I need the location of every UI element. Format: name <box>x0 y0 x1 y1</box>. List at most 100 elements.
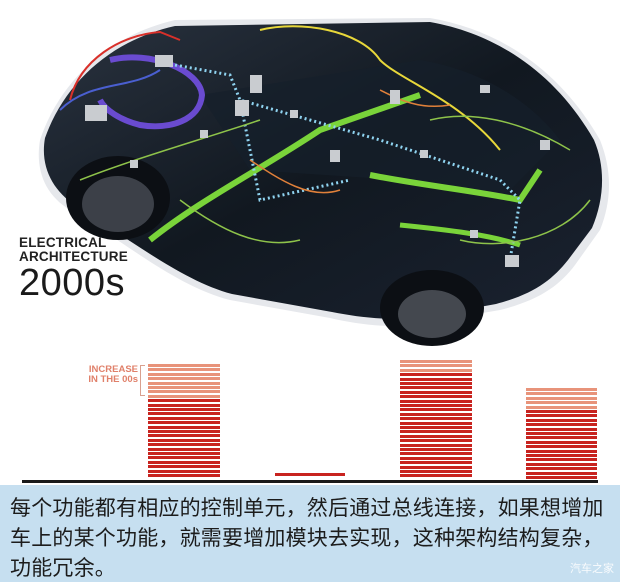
bar-stripe <box>148 421 220 425</box>
car-illustration-svg <box>38 18 609 346</box>
bar-stripe <box>400 412 472 416</box>
green-harness-rear <box>369 168 543 204</box>
bar-stripe <box>400 404 472 407</box>
bar-stripe <box>400 377 472 381</box>
bar-stripe <box>526 445 597 449</box>
data-bus-branch <box>238 99 351 202</box>
title-line-architecture: ARCHITECTURE <box>19 249 128 264</box>
blue-wire <box>59 69 161 111</box>
caption-band: 每个功能都有相应的控制单元，然后通过总线连接，如果想增加 车上的某个功能，就需要… <box>0 485 620 582</box>
bar-2 <box>275 473 345 479</box>
bar-stripe <box>400 443 472 447</box>
bar-stripe <box>526 432 597 435</box>
bar-stripe <box>526 440 597 444</box>
watermark: 汽车之家 <box>570 562 614 575</box>
title-line-electrical: ELECTRICAL <box>19 235 107 250</box>
bar-stripe <box>148 452 220 455</box>
bar-stripe <box>400 373 472 377</box>
bar-stripe <box>148 469 220 473</box>
bar-stripe <box>400 395 472 399</box>
bar-stripe <box>148 447 220 451</box>
bar-stripe <box>148 456 220 460</box>
caption-text: 每个功能都有相应的控制单元，然后通过总线连接，如果想增加 车上的某个功能，就需要… <box>10 493 610 583</box>
bar-3 <box>400 360 472 479</box>
bar-stripe <box>148 443 220 447</box>
bar-stripe <box>526 462 597 466</box>
front-rim <box>82 176 154 232</box>
bar-stripe <box>400 474 472 478</box>
bar-stripe <box>526 418 597 422</box>
bar-stripe <box>526 467 597 471</box>
bar-stripe <box>526 392 597 396</box>
bar-stripe <box>148 390 220 394</box>
caption-line-1: 每个功能都有相应的控制单元，然后通过总线连接，如果想增加 <box>10 496 604 520</box>
bar-stripe <box>400 421 472 425</box>
bar-stripe <box>148 465 220 469</box>
bar-stripe <box>526 405 597 409</box>
bar-stripe <box>148 386 220 389</box>
bar-stripe <box>526 414 597 418</box>
bar-stripe <box>526 454 597 457</box>
bar-stripe <box>400 360 472 363</box>
thin-green-wires <box>79 115 591 245</box>
bar-4 <box>526 388 597 479</box>
bar-stripe <box>526 401 597 405</box>
bar-stripe <box>400 390 472 394</box>
bar-stripe <box>148 425 220 429</box>
bar-stripe <box>275 473 345 476</box>
bar-stripe <box>148 408 220 411</box>
orange-wires <box>249 89 451 194</box>
bar-stripe <box>400 461 472 465</box>
bar-stripe <box>400 364 472 368</box>
title-era: 2000s <box>19 262 126 304</box>
bar-stripe <box>148 412 220 416</box>
bar-stripe <box>400 452 472 456</box>
bar-stripe <box>400 382 472 385</box>
data-bus-line <box>174 63 522 261</box>
bar-stripe <box>400 465 472 469</box>
bar-stripe <box>526 471 597 475</box>
bar-stripe <box>526 458 597 462</box>
bar-1 <box>148 364 220 479</box>
bar-stripe <box>148 394 220 398</box>
bar-stripe <box>526 476 597 479</box>
bar-stripe <box>526 423 597 427</box>
bar-stripe <box>526 388 597 391</box>
car-wiring-illustration <box>38 18 609 346</box>
bar-stripe <box>148 364 220 367</box>
bar-stripe <box>148 399 220 403</box>
bar-stripe <box>148 372 220 376</box>
bar-stripe <box>400 408 472 412</box>
chart-baseline <box>22 480 598 483</box>
yellow-wire <box>259 25 501 151</box>
bar-stripe <box>400 456 472 460</box>
caption-line-3: 功能冗余。 <box>10 556 116 580</box>
bar-stripe <box>148 460 220 464</box>
bar-stripe <box>400 426 472 429</box>
bar-stripe <box>400 448 472 451</box>
bar-stripe <box>526 427 597 431</box>
bar-stripe <box>400 399 472 403</box>
green-harness-main <box>148 92 421 243</box>
bar-stripe <box>400 439 472 443</box>
bar-stripe <box>400 417 472 421</box>
bar-stripe <box>148 377 220 381</box>
ecu-modules <box>85 55 550 267</box>
car-roof <box>200 60 560 200</box>
rear-rim <box>398 290 466 338</box>
increase-annotation-line2: IN THE 00s <box>88 374 138 385</box>
bar-stripe <box>526 410 597 413</box>
bar-stripe <box>400 368 472 372</box>
bar-stripe <box>400 430 472 434</box>
increase-bracket <box>140 365 145 396</box>
architecture-title: ELECTRICAL ARCHITECTURE 2000s <box>19 235 128 304</box>
bar-stripe <box>148 403 220 407</box>
bar-stripe <box>148 416 220 420</box>
bar-stripe <box>526 436 597 440</box>
bar-stripe <box>526 396 597 400</box>
bar-stripe <box>526 449 597 453</box>
caption-line-2: 车上的某个功能，就需要增加模块去实现，这种架构结构复杂， <box>10 526 604 550</box>
bar-stripe <box>400 470 472 473</box>
bar-stripe <box>148 474 220 477</box>
bar-stripe <box>148 434 220 438</box>
